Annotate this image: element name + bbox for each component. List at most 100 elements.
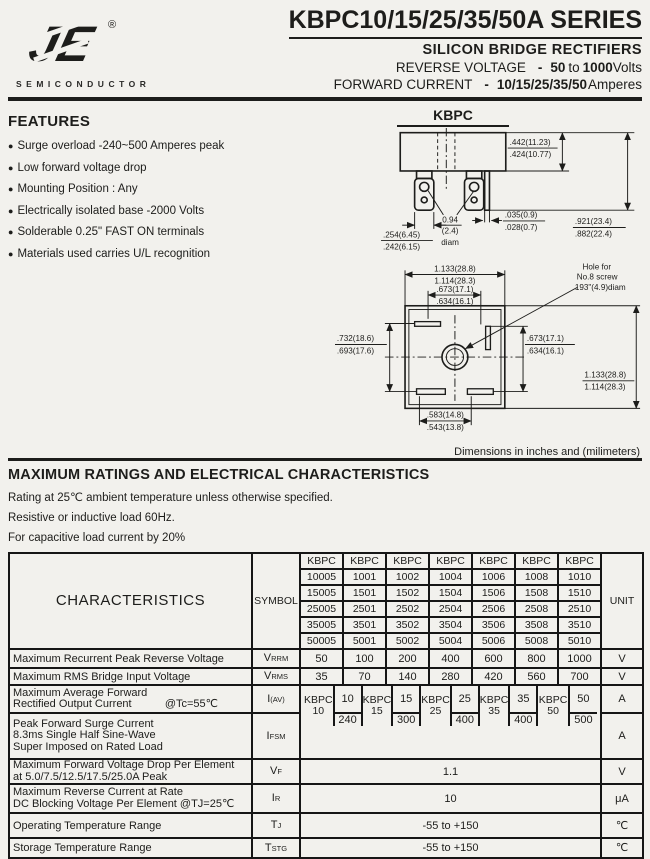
- part-brand-cell: KBPC: [471, 552, 516, 570]
- dim-label: 0.94: [442, 215, 458, 224]
- part-number-cell: 2510: [557, 600, 602, 618]
- feature-item: ●Electrically isolated base -2000 Volts: [8, 205, 335, 217]
- feature-item: ●Surge overload -240~500 Amperes peak: [8, 140, 335, 152]
- table-row-vrrm: Maximum Recurrent Peak Reverse Voltage V…: [8, 648, 644, 669]
- characteristic-label: Operating Temperature Range: [8, 812, 253, 839]
- part-number-cell: 5004: [428, 632, 473, 650]
- family-size: 35: [488, 705, 500, 717]
- characteristics-header-cell: CHARACTERISTICS: [8, 552, 253, 650]
- value-cell: 140: [385, 667, 430, 686]
- family-size: 15: [371, 705, 383, 717]
- part-number-row: 25005 2501 2502 2504 2506 2508 2510: [9, 600, 643, 618]
- part-number-cell: 25005: [299, 600, 344, 618]
- part-brand-cell: KBPC: [514, 552, 559, 570]
- part-number-cell: 1501: [342, 584, 387, 602]
- terminal-slots: [413, 320, 494, 396]
- part-number-cell: 50005: [299, 632, 344, 650]
- dim-label: .673(17.1): [436, 285, 473, 294]
- feature-item: ●Materials used carries U/L recognition: [8, 248, 335, 260]
- symbol-main: V: [263, 652, 272, 664]
- unit-cell: μA: [600, 783, 644, 814]
- feature-text: Electrically isolated base -2000 Volts: [17, 204, 205, 217]
- package-body-outline: [399, 128, 507, 190]
- ifsm-value: 500: [574, 714, 593, 726]
- logo-wordmark: SEMICONDUCTOR: [16, 79, 151, 89]
- value-cell: 560: [514, 667, 559, 686]
- symbol-main: T: [270, 819, 278, 831]
- dim-label: .634(16.1): [527, 346, 564, 355]
- part-number-cell: 3508: [514, 616, 559, 634]
- title-block: KBPC10/15/25/35/50A SERIES SILICON BRIDG…: [183, 6, 642, 92]
- dim-label: (2.4): [442, 227, 459, 236]
- part-number-cell: 3501: [342, 616, 387, 634]
- package-top-view-diagram: 1.133(28.8) 1.114(28.3) .673(17.1) .634(…: [335, 262, 641, 432]
- symbol-main: I: [267, 692, 271, 705]
- ratings-heading: MAXIMUM RATINGS AND ELECTRICAL CHARACTER…: [8, 467, 430, 483]
- part-number-row: 50005 5001 5002 5004 5006 5008 5010: [9, 632, 643, 650]
- side-view-dimensions: .442(11.23) .424(10.77) .921(23.4) .882(…: [381, 132, 635, 251]
- logo-mark-icon: JE ®: [24, 16, 117, 72]
- part-number-cell: 1506: [471, 584, 516, 602]
- value-cell: 50: [299, 648, 344, 669]
- value-cell: 280: [428, 667, 473, 686]
- characteristic-label: Maximum Forward Voltage Drop Per Element…: [8, 758, 253, 785]
- feature-item: ●Low forward voltage drop: [8, 162, 335, 174]
- symbol-header-cell: SYMBOL: [251, 552, 301, 650]
- part-number-cell: 3504: [428, 616, 473, 634]
- dim-label: 1.133(28.8): [434, 264, 476, 273]
- main-content: FEATURES ●Surge overload -240~500 Ampere…: [8, 105, 642, 458]
- dim-label: .673(17.1): [527, 334, 564, 343]
- value-cell: -55 to +150: [299, 812, 602, 839]
- value-cell: -55 to +150: [299, 837, 602, 859]
- part-number-cell: 2504: [428, 600, 473, 618]
- top-view-dimensions: 1.133(28.8) 1.114(28.3) .673(17.1) .634(…: [335, 264, 641, 432]
- bullet-icon: ●: [8, 205, 14, 216]
- family-name: KBPC: [538, 693, 568, 706]
- table-row-vf: Maximum Forward Voltage Drop Per Element…: [8, 758, 644, 785]
- symbol-main: I: [271, 792, 275, 804]
- hole-note: Hole for: [583, 262, 612, 271]
- part-brand-cell: KBPC: [385, 552, 430, 570]
- features-section: FEATURES ●Surge overload -240~500 Ampere…: [8, 105, 335, 458]
- part-number-cell: 5010: [557, 632, 602, 650]
- dim-label: diam: [441, 238, 459, 247]
- dim-label: .583(14.8): [427, 411, 464, 420]
- logo-glyphs: JE: [24, 16, 101, 72]
- symbol-sub: R: [274, 794, 281, 803]
- label-line: Rectified Output Current: [13, 698, 132, 710]
- part-number-cell: 3510: [557, 616, 602, 634]
- section-divider: [8, 458, 642, 461]
- part-number-cell: 1006: [471, 568, 516, 586]
- symbol-sub: FSM: [269, 731, 286, 741]
- package-diagrams: KBPC: [335, 105, 642, 458]
- iav-value: 25: [451, 686, 478, 714]
- rating-note: Resistive or inductive load 60Hz.: [8, 512, 175, 524]
- characteristics-table: CHARACTERISTICS SYMBOL KBPC KBPC KBPC KB…: [8, 552, 644, 859]
- unit-cell: V: [600, 648, 644, 669]
- features-heading: FEATURES: [8, 113, 91, 130]
- part-brand-cell: KBPC: [342, 552, 387, 570]
- dim-label: 1.114(28.3): [434, 276, 475, 285]
- header: JE ® SEMICONDUCTOR KBPC10/15/25/35/50A S…: [8, 6, 642, 92]
- feature-text: Materials used carries U/L recognition: [17, 247, 211, 260]
- dim-label: 1.133(28.8): [584, 371, 626, 380]
- value-cell: 35: [299, 667, 344, 686]
- dimensions-caption: Dimensions in inches and (milimeters): [454, 446, 640, 458]
- family-size: 25: [429, 705, 442, 717]
- registered-mark: ®: [108, 19, 116, 31]
- symbol-sub: (AV): [270, 694, 285, 704]
- value-cell: 600: [471, 648, 516, 669]
- characteristic-label: Maximum RMS Bridge Input Voltage: [8, 667, 253, 686]
- symbol-cell: IFSM: [251, 712, 301, 760]
- value-cell: 10: [299, 783, 602, 814]
- family-size: 10: [312, 705, 325, 717]
- label-line: Super Imposed on Rated Load: [13, 740, 163, 753]
- feature-text: Solderable 0.25" FAST ON terminals: [17, 226, 205, 238]
- part-number-row: 35005 3501 3502 3504 3506 3508 3510: [9, 616, 643, 634]
- unit-cell: A: [600, 684, 644, 714]
